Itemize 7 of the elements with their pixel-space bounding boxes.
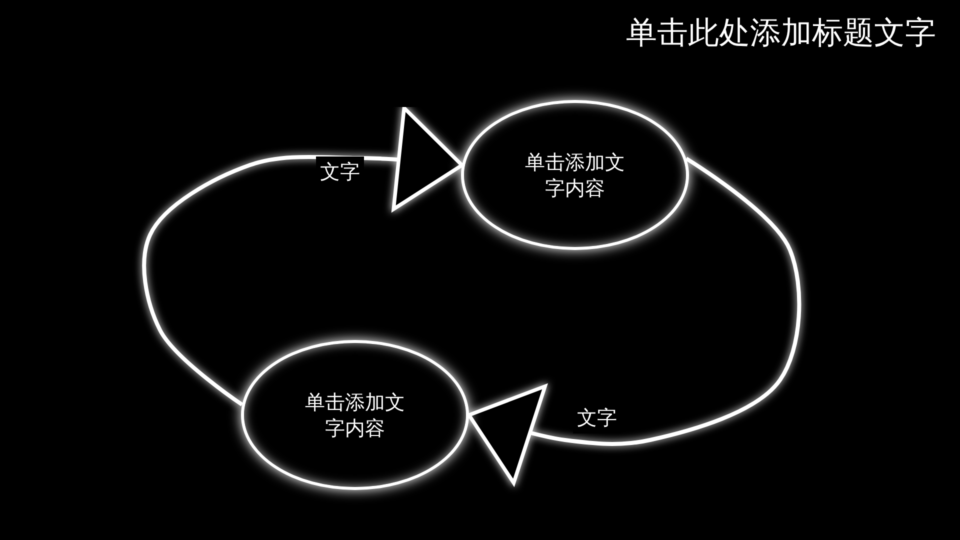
- title: 单击此处添加标题文字: [626, 14, 936, 53]
- curved-arrow: [467, 156, 802, 485]
- node-text: 单击添加文字内容: [524, 149, 626, 201]
- node-text: 单击添加文字内容: [304, 389, 406, 441]
- ellipse-node: [461, 100, 689, 250]
- curved-arrow: [142, 106, 464, 406]
- ellipse-node: [241, 340, 469, 490]
